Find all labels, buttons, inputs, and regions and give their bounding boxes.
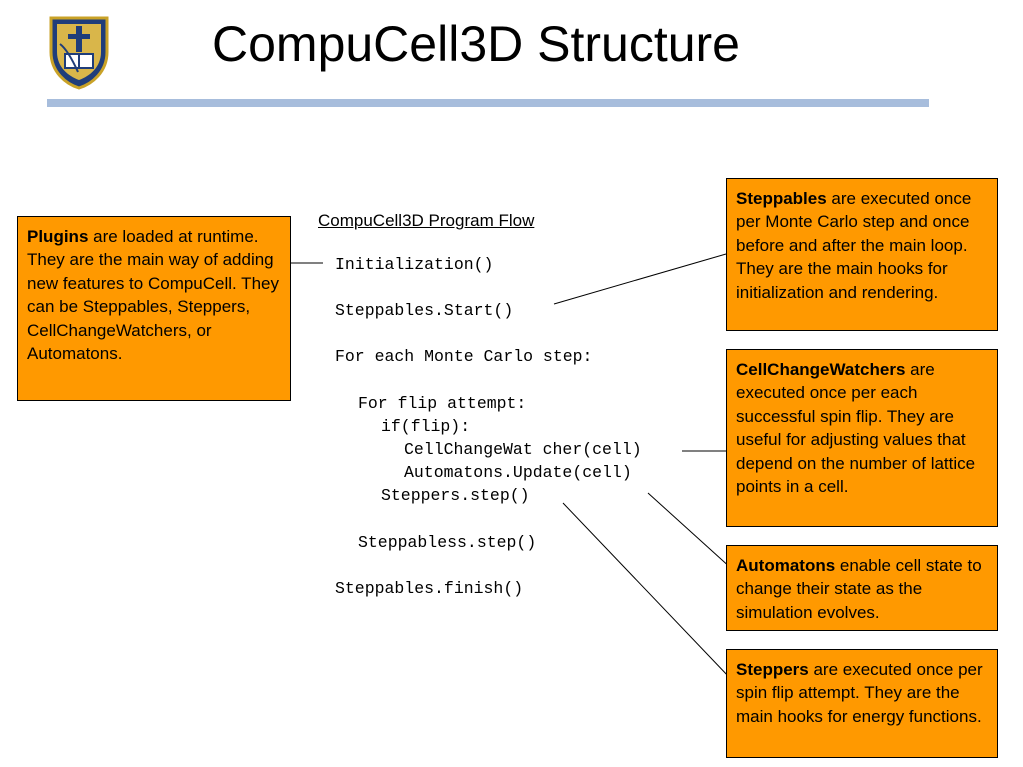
cellchangewatchers-box: CellChangeWatchers are executed once per… [726, 349, 998, 527]
university-shield-logo [48, 14, 110, 90]
code-line-steppables-finish: Steppables.finish() [335, 579, 524, 598]
code-line-mc-step: For each Monte Carlo step: [335, 347, 593, 366]
steppables-text: are executed once per Monte Carlo step a… [736, 189, 972, 302]
program-flow-title: CompuCell3D Program Flow [318, 211, 535, 230]
automatons-text: enable cell state to change their state … [736, 556, 982, 622]
plugins-heading: Plugins [27, 227, 89, 246]
code-line-cellchangewatcher: CellChangeWat cher(cell) [404, 440, 642, 459]
steppers-box: Steppers are executed once per spin flip… [726, 649, 998, 758]
code-line-if-flip: if(flip): [381, 417, 471, 436]
plugins-box: Plugins are loaded at runtime. They are … [17, 216, 291, 401]
code-line-steppabless-step: Steppabless.step() [358, 533, 537, 552]
plugins-text: are loaded at runtime. They are the main… [27, 227, 279, 364]
connector-steppers [562, 502, 731, 679]
page-title: CompuCell3D Structure [212, 16, 740, 72]
connector-steppables [553, 253, 727, 305]
title-divider [47, 99, 929, 107]
code-line-flip-attempt: For flip attempt: [358, 394, 527, 413]
connector-automatons [647, 492, 733, 570]
cellchangewatchers-heading: CellChangeWatchers [736, 360, 906, 379]
code-line-steppers-step: Steppers.step() [381, 486, 530, 505]
code-line-steppables-start: Steppables.Start() [335, 301, 514, 320]
code-line-automatons-update: Automatons.Update(cell) [404, 463, 632, 482]
automatons-heading: Automatons [736, 556, 836, 575]
steppers-text: are executed once per spin flip attempt.… [736, 660, 983, 726]
automatons-box: Automatons enable cell state to change t… [726, 545, 998, 631]
steppables-box: Steppables are executed once per Monte C… [726, 178, 998, 331]
steppers-heading: Steppers [736, 660, 809, 679]
steppables-heading: Steppables [736, 189, 827, 208]
code-line-initialization: Initialization() [335, 255, 494, 274]
cellchangewatchers-text: are executed once per each successful sp… [736, 360, 976, 497]
